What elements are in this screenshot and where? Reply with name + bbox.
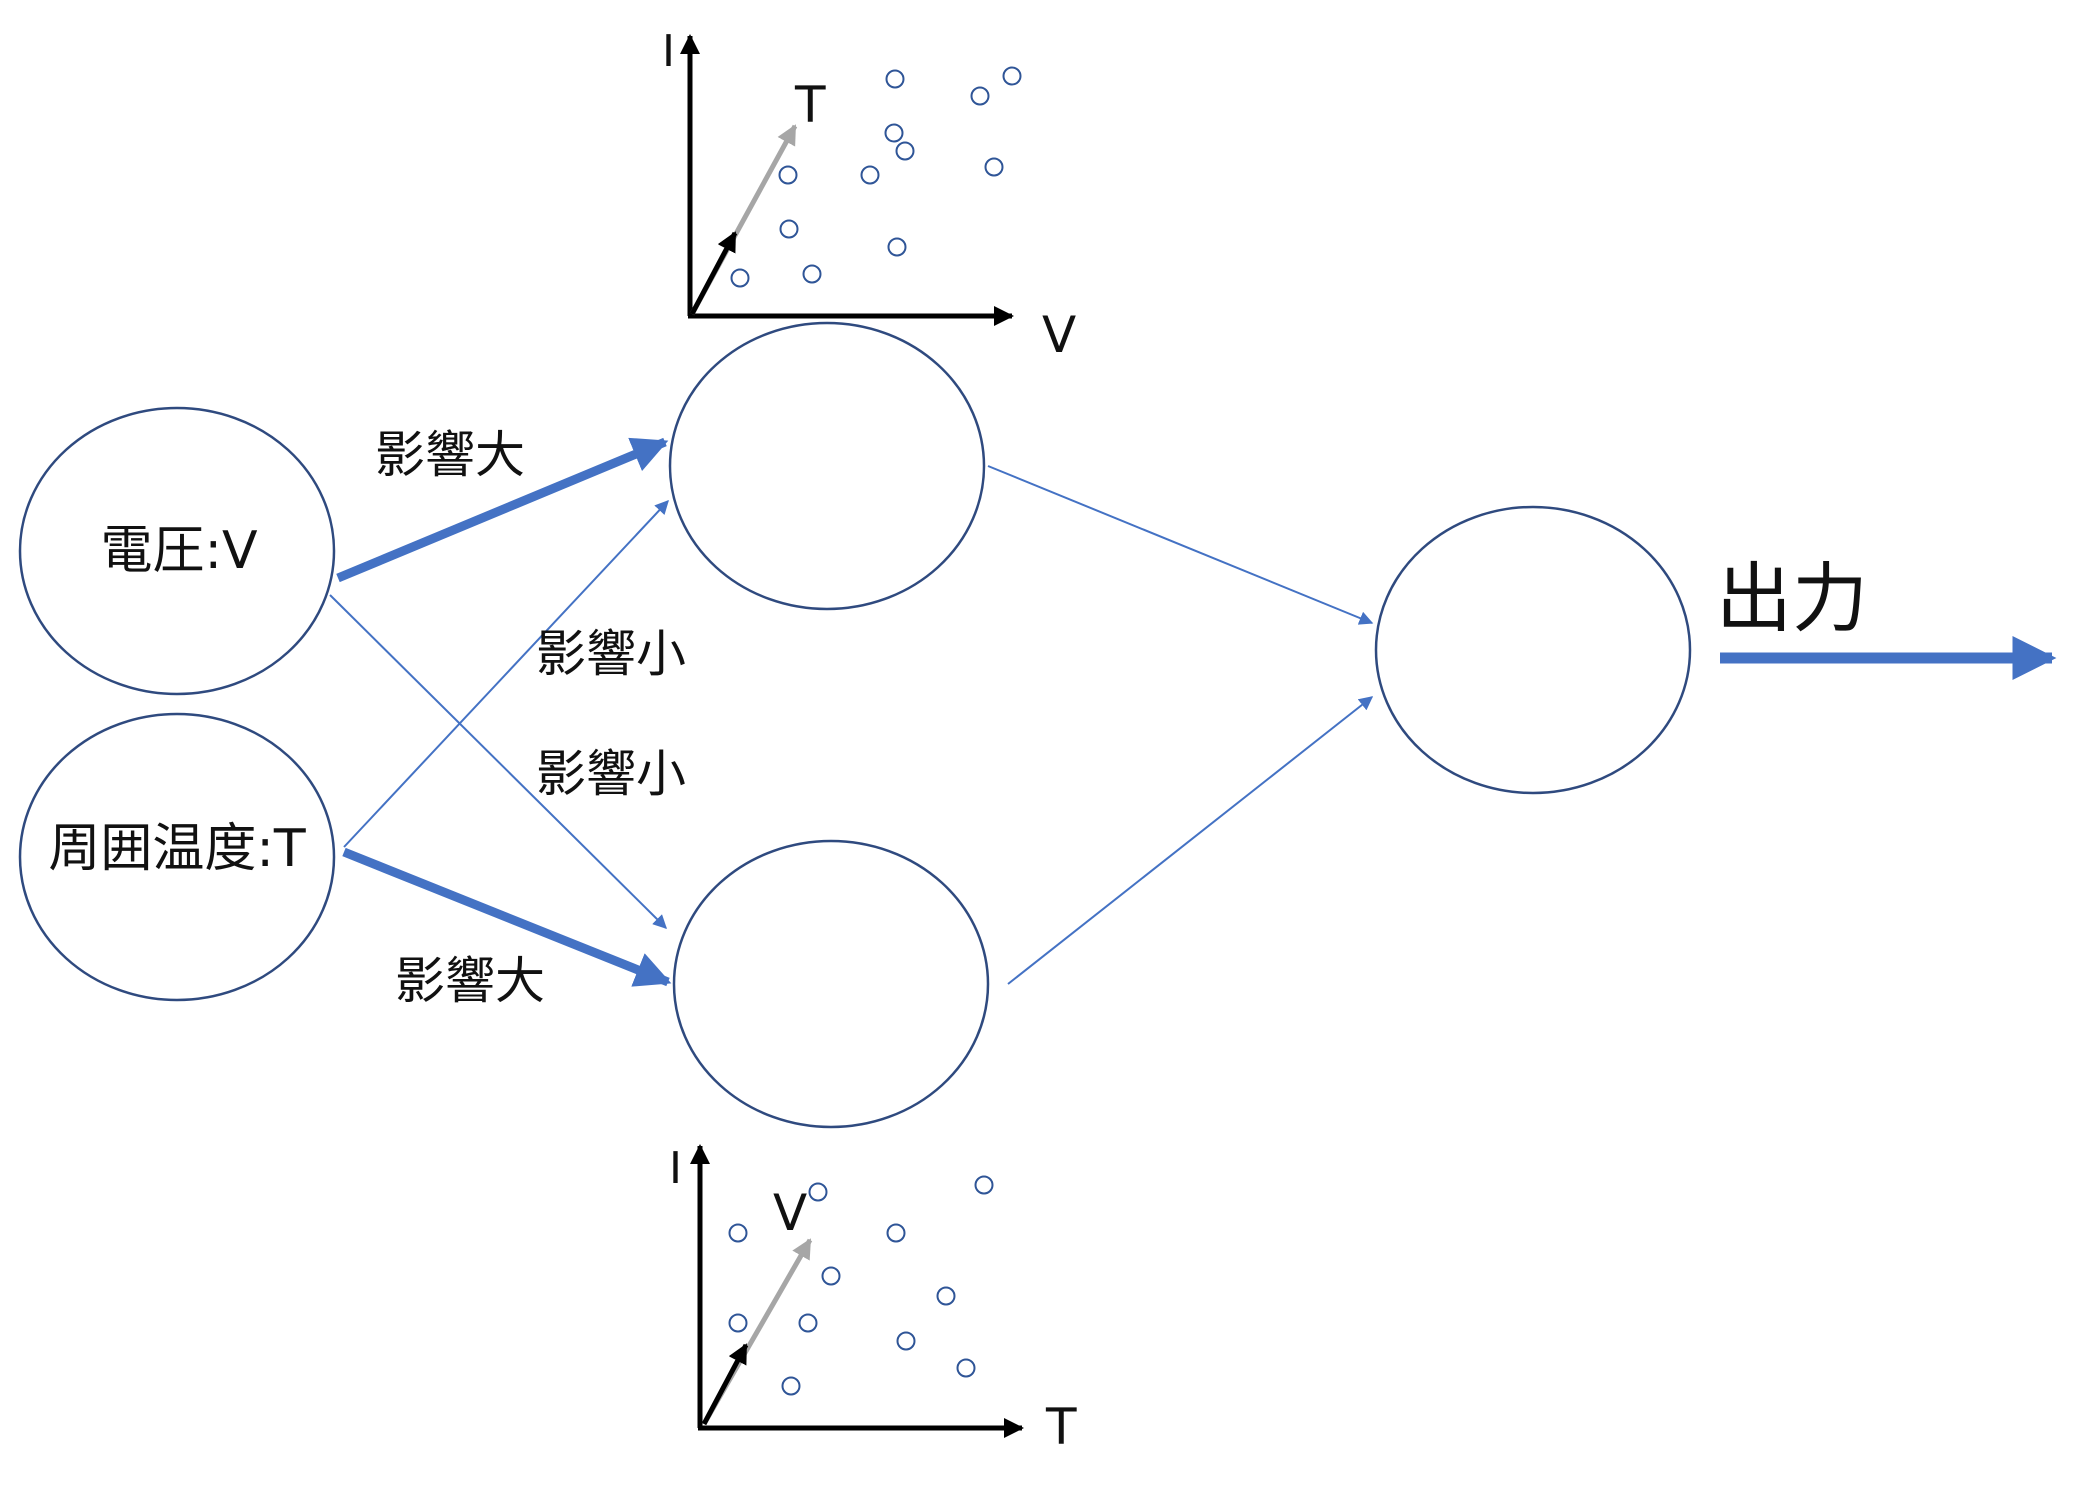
output-node	[1374, 505, 1692, 795]
data-point	[860, 165, 880, 185]
data-point	[730, 268, 750, 288]
top-plot-x-label: V	[1042, 306, 1076, 364]
data-point	[885, 69, 905, 89]
top-plot-points	[730, 66, 1022, 288]
input-node-temperature	[18, 712, 336, 1002]
bottom-plot-y-label: I	[669, 1143, 682, 1194]
input-node-voltage	[18, 406, 336, 696]
data-point	[974, 1175, 994, 1195]
bottom-plot-gray-arrow-label: V	[773, 1184, 807, 1242]
data-point	[887, 237, 907, 257]
data-point	[956, 1358, 976, 1378]
data-point	[781, 1376, 801, 1396]
data-point	[1002, 66, 1022, 86]
hidden-node-top	[668, 321, 986, 611]
data-point	[728, 1223, 748, 1243]
bottom-plot-points	[728, 1175, 994, 1396]
edge-t-to-hidden-top	[343, 499, 669, 848]
data-point	[728, 1313, 748, 1333]
data-point	[936, 1286, 956, 1306]
edge-label-v-to-bottom: 影響小	[536, 745, 686, 803]
output-label: 出力	[1716, 554, 1868, 643]
data-point	[779, 219, 799, 239]
connections	[329, 437, 2057, 987]
data-point	[895, 141, 915, 161]
data-point	[798, 1313, 818, 1333]
data-point	[821, 1266, 841, 1286]
edge-v-to-hidden-bottom	[329, 594, 667, 929]
data-point	[984, 157, 1004, 177]
top-scatter-plot: I V T	[662, 26, 1076, 364]
input-temperature-label: 周囲温度:T	[48, 819, 306, 879]
data-point	[778, 165, 798, 185]
top-plot-black-arrow	[689, 231, 738, 316]
edge-label-t-to-bottom: 影響大	[395, 952, 545, 1010]
input-voltage-label: 電圧:V	[100, 521, 258, 581]
bottom-scatter-plot: I T V	[669, 1143, 1077, 1456]
bottom-plot-black-arrow	[701, 1343, 749, 1426]
top-plot-gray-arrow-label: T	[794, 76, 826, 134]
edge-t-to-hidden-bottom	[342, 847, 672, 987]
data-point	[802, 264, 822, 284]
data-point	[896, 1331, 916, 1351]
data-point	[808, 1182, 828, 1202]
data-point	[970, 86, 990, 106]
edge-label-v-to-top: 影響大	[375, 426, 525, 484]
data-point	[886, 1223, 906, 1243]
edge-label-t-to-top: 影響小	[536, 625, 686, 683]
nodes	[18, 321, 1692, 1129]
edge-hidden-top-to-output	[987, 465, 1374, 625]
data-point	[884, 123, 904, 143]
edge-v-to-hidden-top	[336, 437, 669, 583]
top-plot-y-label: I	[662, 26, 675, 77]
hidden-node-bottom	[672, 839, 990, 1129]
bottom-plot-x-label: T	[1045, 1398, 1077, 1456]
edge-hidden-bottom-to-output	[1007, 696, 1374, 985]
